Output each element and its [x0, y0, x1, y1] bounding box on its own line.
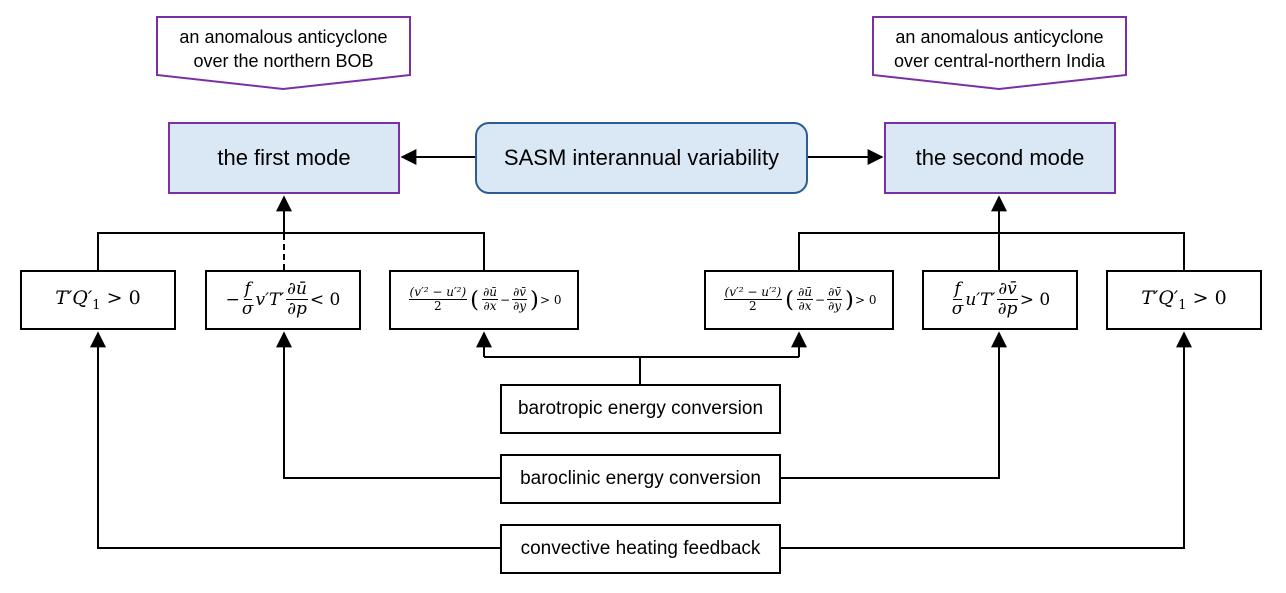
convective-box: convective heating feedback: [500, 524, 781, 574]
callout-right-line1: an anomalous anticyclone: [895, 27, 1104, 47]
barotropic-box: barotropic energy conversion: [500, 384, 781, 434]
second-mode-box: the second mode: [884, 122, 1116, 194]
callout-right: an anomalous anticyclone over central-no…: [873, 25, 1126, 73]
formula-left-heating: T′Q′1 > 0: [20, 270, 176, 330]
callout-left: an anomalous anticyclone over the northe…: [157, 25, 410, 73]
barotropic-label: barotropic energy conversion: [517, 398, 764, 419]
formula-left-barotropic: (v′² − u′²)2 ( ∂ū∂x − ∂v̄∂y ) > 0: [389, 270, 579, 330]
connector-left-bracket: [97, 232, 485, 270]
sasm-variability-box: SASM interannual variability: [475, 122, 808, 194]
formula-right-heating: T′Q′1 > 0: [1106, 270, 1262, 330]
sasm-variability-label: SASM interannual variability: [503, 145, 780, 170]
baroclinic-box: baroclinic energy conversion: [500, 454, 781, 504]
callout-left-line1: an anomalous anticyclone: [179, 27, 388, 47]
callout-right-line2: over central-northern India: [893, 51, 1106, 71]
arrow-convective-left: [90, 331, 501, 549]
formula-right-barotropic: (v′² − u′²)2 ( ∂ū∂x − ∂v̄∂y ) > 0: [704, 270, 894, 330]
callout-right-shape: [872, 16, 1127, 91]
second-mode-label: the second mode: [915, 145, 1085, 170]
arrow-baroclinic-left: [276, 331, 501, 479]
first-mode-box: the first mode: [168, 122, 400, 194]
convective-label: convective heating feedback: [520, 538, 761, 559]
connector-right-bracket: [798, 232, 1185, 270]
arrow-convective-right: [781, 331, 1192, 549]
first-mode-label: the first mode: [217, 145, 351, 170]
callout-left-line2: over the northern BOB: [193, 51, 374, 71]
callout-left-shape: [156, 16, 411, 91]
baroclinic-label: baroclinic energy conversion: [520, 468, 761, 489]
arrow-baroclinic-right: [781, 331, 1007, 479]
